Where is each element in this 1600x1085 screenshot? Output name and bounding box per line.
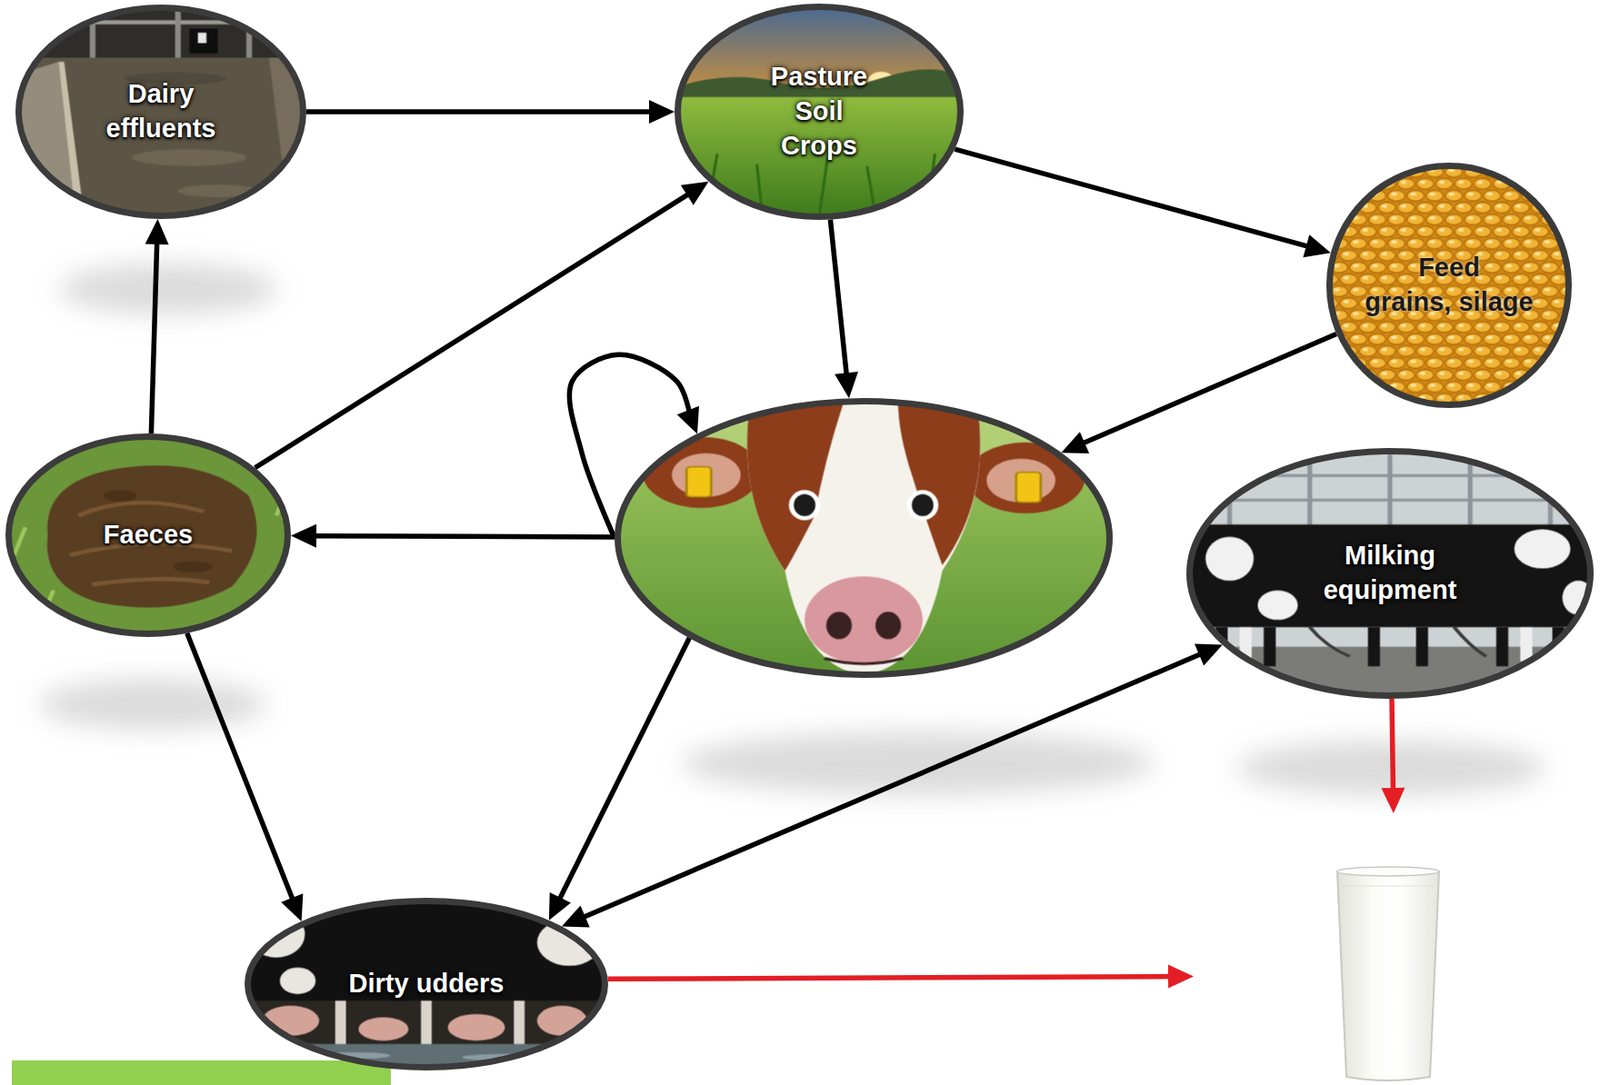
node-ellipse [1330,166,1570,406]
arrowhead [1060,431,1090,454]
node-label: Faeces [103,518,193,553]
node-ellipse [19,8,304,217]
connector [306,100,675,124]
connector-line [954,149,1311,248]
node-label: Pasture Soil Crops [770,60,868,163]
node-shadows-part [39,679,267,730]
arrowhead [290,524,317,549]
arrowhead [280,893,303,922]
node-shadows-part [59,263,278,315]
node-label: Feed [1418,250,1480,286]
node-ellipse [9,437,289,635]
arrowhead [1302,234,1330,258]
arrowhead [145,219,170,245]
connector-line [580,652,1204,919]
arrowhead [649,100,675,124]
milk-node [1193,813,1598,1085]
arrowhead [1194,644,1223,667]
node-outline [614,398,1113,679]
connector-line [255,192,692,469]
connector [954,149,1331,258]
pasture-node: Pasture Soil Crops [674,3,964,220]
arrowhead [834,371,859,399]
connector-line [1080,334,1337,446]
node-ellipse [678,7,961,218]
arrowhead [1168,965,1194,990]
connector-line [150,239,157,434]
connector [187,633,304,922]
connector [1060,334,1337,455]
green-bar [11,1060,391,1085]
connector [549,638,690,921]
node-outline [1326,162,1572,409]
node-shadows-part [681,731,1155,796]
connector [561,644,1223,929]
faeces-node: Faeces [5,433,291,638]
connector [290,524,615,549]
milking-node: Milking equipment [1186,448,1594,700]
connector [608,965,1194,990]
node-ellipse [618,401,1110,676]
node-ground [1193,813,1598,1085]
arrowhead [549,892,571,921]
milk-glass [1337,867,1440,1081]
connector [255,181,710,469]
arrowhead [677,406,700,435]
node-outline [15,4,307,220]
udders-node: Dirty udders [244,898,609,1071]
connector-line [1391,699,1394,794]
connector [145,219,170,434]
feed-node: Feedgrains, silage [1326,162,1572,409]
node-label: Dirty udders [349,967,505,1002]
node-outline [1186,448,1594,700]
connector-line [830,220,847,379]
connector [1380,699,1405,814]
node-label: Milking equipment [1323,539,1458,608]
node-label: grains, silage [1364,285,1533,320]
connector-line [187,633,295,903]
connector [830,220,859,400]
arrowhead [1380,788,1405,814]
node-ellipse [248,901,606,1069]
connector-line [306,109,655,115]
node-ellipse [1190,451,1591,697]
cow-node [614,398,1113,679]
node-label: Dairy effluents [106,77,217,146]
arrowhead [680,181,710,206]
effluent-node: Dairy effluents [15,4,307,220]
connector-line [310,536,615,538]
connector-line [608,977,1174,980]
node-outline [1193,813,1598,1085]
connector-line [558,638,690,903]
arrowhead [561,906,590,929]
